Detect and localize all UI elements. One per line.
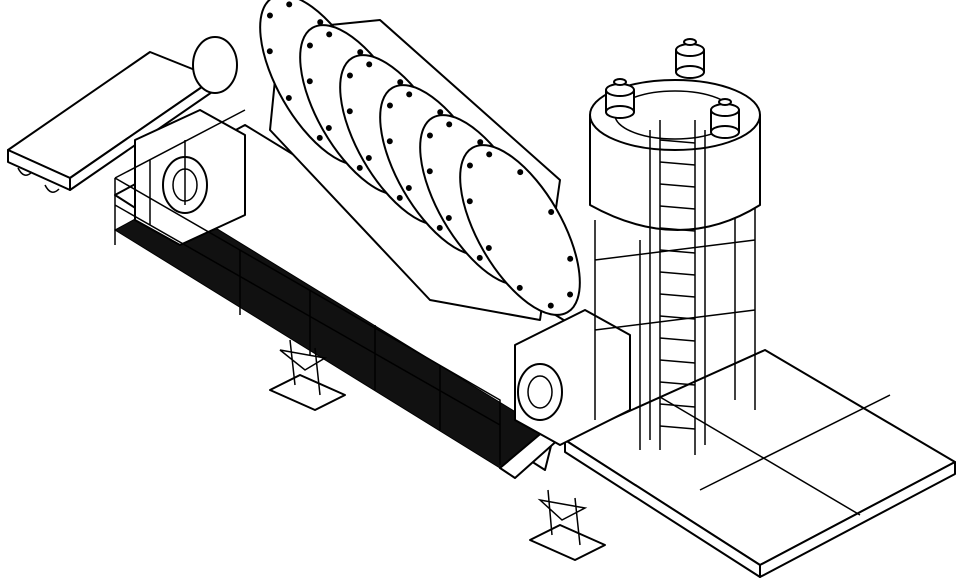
ladder-rung bbox=[659, 161, 696, 166]
bolt bbox=[346, 72, 353, 79]
motor-right bbox=[514, 309, 631, 446]
bolt bbox=[477, 139, 484, 146]
bolt bbox=[466, 198, 473, 205]
bolt bbox=[346, 108, 353, 115]
bolt bbox=[306, 42, 313, 49]
bolt bbox=[317, 19, 324, 26]
bolt bbox=[356, 164, 363, 171]
ladder-rung bbox=[659, 403, 696, 408]
bolt bbox=[325, 125, 332, 131]
bolt bbox=[426, 132, 433, 139]
motor-left bbox=[134, 36, 246, 246]
bolt bbox=[446, 121, 453, 128]
bolt bbox=[285, 95, 292, 101]
cyclone-unit bbox=[710, 98, 740, 139]
ladder-rung bbox=[659, 183, 696, 188]
bolt bbox=[437, 109, 444, 116]
bolt bbox=[485, 245, 492, 251]
drum-ring bbox=[459, 144, 581, 316]
bolt bbox=[476, 254, 483, 261]
bolt bbox=[386, 138, 393, 145]
ladder-rung bbox=[659, 425, 696, 430]
ladder-rung bbox=[659, 381, 696, 386]
bolt bbox=[426, 168, 433, 175]
handrail bbox=[114, 109, 501, 465]
bolt bbox=[396, 194, 403, 201]
bolt bbox=[406, 91, 413, 98]
ladder-rung bbox=[659, 249, 696, 254]
bolt bbox=[405, 185, 412, 191]
bolt bbox=[306, 78, 313, 85]
mill-drum bbox=[259, 0, 581, 321]
bolt bbox=[366, 61, 373, 68]
bolt bbox=[486, 151, 493, 158]
bolt bbox=[357, 49, 364, 56]
bolt bbox=[266, 48, 273, 55]
bolt bbox=[266, 12, 273, 19]
bolt bbox=[326, 31, 333, 38]
bolt bbox=[517, 169, 524, 176]
ladder-rung bbox=[659, 337, 696, 342]
ladder-rung bbox=[659, 139, 696, 144]
bolt bbox=[397, 79, 404, 86]
ladder-rung bbox=[659, 205, 696, 210]
bolt bbox=[548, 209, 555, 215]
drive-pulley bbox=[192, 36, 238, 94]
support-stand-left bbox=[269, 339, 346, 411]
bolt bbox=[286, 1, 293, 8]
bolt bbox=[516, 284, 523, 291]
bolt bbox=[365, 155, 372, 161]
ladder-cage bbox=[649, 120, 706, 455]
ladder-rung bbox=[659, 271, 696, 276]
bolt bbox=[445, 215, 452, 221]
bolt bbox=[466, 162, 473, 169]
bolt bbox=[386, 102, 393, 109]
bolt bbox=[316, 134, 323, 141]
bolt bbox=[567, 255, 574, 262]
support-stand-right bbox=[529, 489, 606, 561]
ladder-rung bbox=[659, 315, 696, 320]
cyclone-unit bbox=[605, 78, 635, 119]
bolt bbox=[547, 302, 554, 309]
ladder-rung bbox=[659, 227, 696, 232]
ladder-rung bbox=[659, 359, 696, 364]
bolt bbox=[567, 291, 574, 298]
cyclone-unit bbox=[675, 38, 705, 79]
ladder-rung bbox=[659, 293, 696, 298]
bolt bbox=[436, 224, 443, 231]
